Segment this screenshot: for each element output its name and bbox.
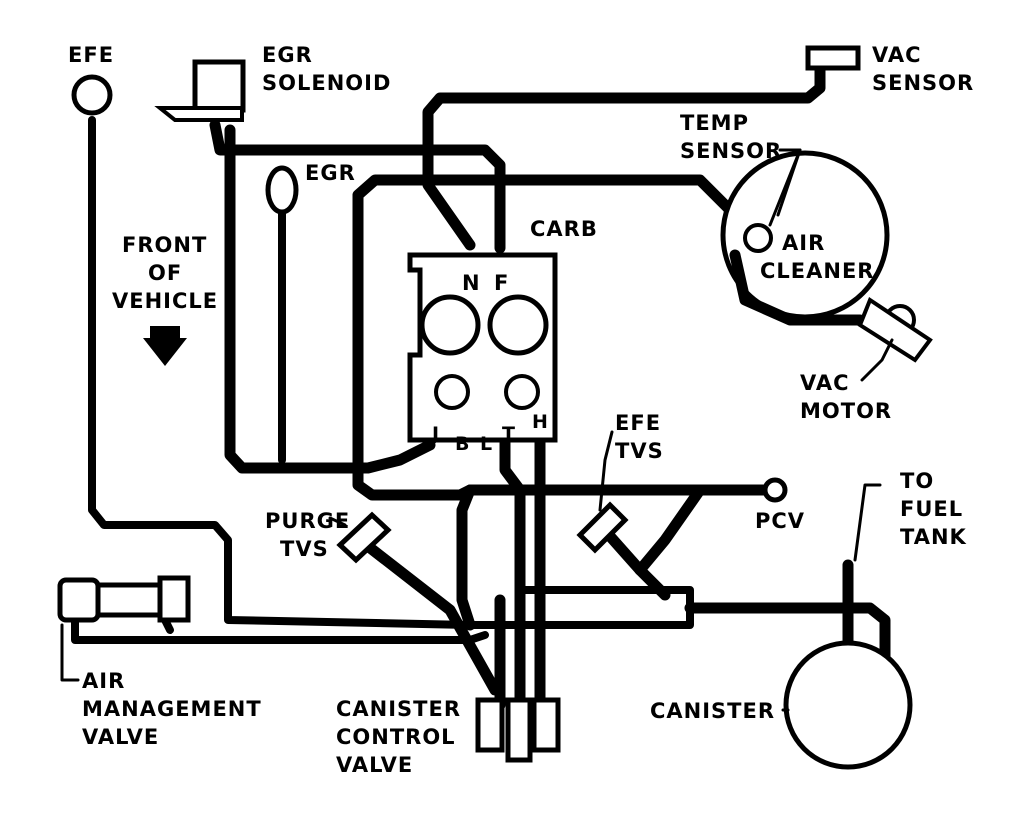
solenoid-to-f-hose [209, 119, 506, 254]
hoses [71, 64, 891, 711]
label-air-mgmt-3: VALVE [82, 725, 159, 749]
efe-fitting-icon [71, 74, 113, 116]
label-egr-solenoid-2: SOLENOID [262, 71, 391, 95]
pcv-fitting-icon [762, 477, 788, 503]
label-air-mgmt-2: MANAGEMENT [82, 697, 262, 721]
temp-sensor-fitting [743, 223, 773, 253]
purge-tvs-hose [354, 534, 501, 696]
label-efe-tvs-2: TVS [615, 439, 664, 463]
label-efe-tvs-1: EFE [615, 411, 661, 435]
efe-tvs-leader [598, 430, 614, 512]
label-vac-sensor-2: SENSOR [872, 71, 974, 95]
air-mgmt-leader [60, 623, 80, 682]
egr-valve-icon [265, 165, 299, 215]
canister-body [783, 640, 913, 770]
air-valve-body [95, 582, 163, 618]
air-valve-end [57, 577, 101, 623]
temp-sensor-leader-2 [776, 148, 802, 217]
carb-secondary-left [434, 374, 470, 410]
purge-tvs-body [336, 511, 392, 564]
efe-tvs-return-hose [634, 484, 706, 576]
t-port-hose [499, 434, 526, 706]
canister-ctrl-valve-a [475, 697, 505, 753]
label-front-1: FRONT [122, 233, 207, 257]
front-arrow-stem [150, 326, 180, 340]
egr-solenoid-hose [224, 124, 436, 474]
label-port-n: N [462, 271, 481, 295]
label-temp-sensor-2: SENSOR [680, 139, 782, 163]
label-air-mgmt-1: AIR [82, 669, 125, 693]
canister-ctrl-valve-b [505, 697, 533, 763]
label-canister-ctrl-2: CONTROL [336, 725, 456, 749]
label-port-t: T [502, 423, 516, 445]
efe-tvs-body [576, 501, 629, 554]
label-to-fuel-tank-2: FUEL [900, 497, 963, 521]
carb-barrel-right [487, 294, 549, 356]
label-egr-solenoid-1: EGR [262, 43, 313, 67]
label-vac-motor-1: VAC [800, 371, 850, 395]
air-valve-cap [157, 575, 191, 623]
label-canister-ctrl-3: VALVE [336, 753, 413, 777]
label-canister-ctrl-1: CANISTER [336, 697, 461, 721]
carb-secondary-right [504, 374, 540, 410]
label-port-b: B [455, 433, 470, 455]
label-egr: EGR [305, 161, 356, 185]
air-management-hose [71, 611, 489, 644]
label-efe: EFE [68, 43, 114, 67]
egr-solenoid-body [192, 59, 246, 113]
label-port-j: J [430, 423, 440, 445]
label-purge-tvs-1: PURGE [265, 509, 350, 533]
vac-motor-body [857, 296, 933, 363]
label-vac-sensor-1: VAC [872, 43, 922, 67]
label-air-cleaner-1: AIR [782, 231, 825, 255]
label-front-2: OF [148, 261, 182, 285]
egr-solenoid-bracket [154, 106, 244, 122]
carb-outer-loop-hose [352, 174, 778, 501]
label-port-f: F [494, 271, 509, 295]
label-pcv: PCV [755, 509, 805, 533]
leader-lines [60, 148, 894, 712]
labels: EFE EGR SOLENOID EGR VAC SENSOR TEMP SEN… [68, 43, 974, 777]
label-front-3: VEHICLE [112, 289, 218, 313]
components [57, 45, 933, 770]
label-vac-motor-2: MOTOR [800, 399, 892, 423]
label-canister: CANISTER [650, 699, 775, 723]
label-to-fuel-tank-3: TANK [900, 525, 967, 549]
label-port-l: L [480, 433, 493, 455]
vac-sensor-body [805, 45, 861, 71]
label-purge-tvs-2: TVS [280, 537, 329, 561]
label-air-cleaner-2: CLEANER [760, 259, 874, 283]
vac-motor-leader [860, 338, 894, 382]
label-to-fuel-tank-1: TO [900, 469, 934, 493]
front-arrow-icon [143, 338, 187, 366]
label-carb: CARB [530, 217, 598, 241]
label-port-h: H [532, 411, 549, 433]
fuel-tank-leader [853, 483, 882, 562]
efe-vacuum-hose [88, 116, 694, 629]
carb-lower-hose [456, 484, 476, 631]
purge-tvs-leader [328, 516, 347, 527]
carb-barrel-left [419, 294, 481, 356]
canister-ctrl-valve-c [531, 697, 561, 753]
label-temp-sensor-1: TEMP [680, 111, 749, 135]
